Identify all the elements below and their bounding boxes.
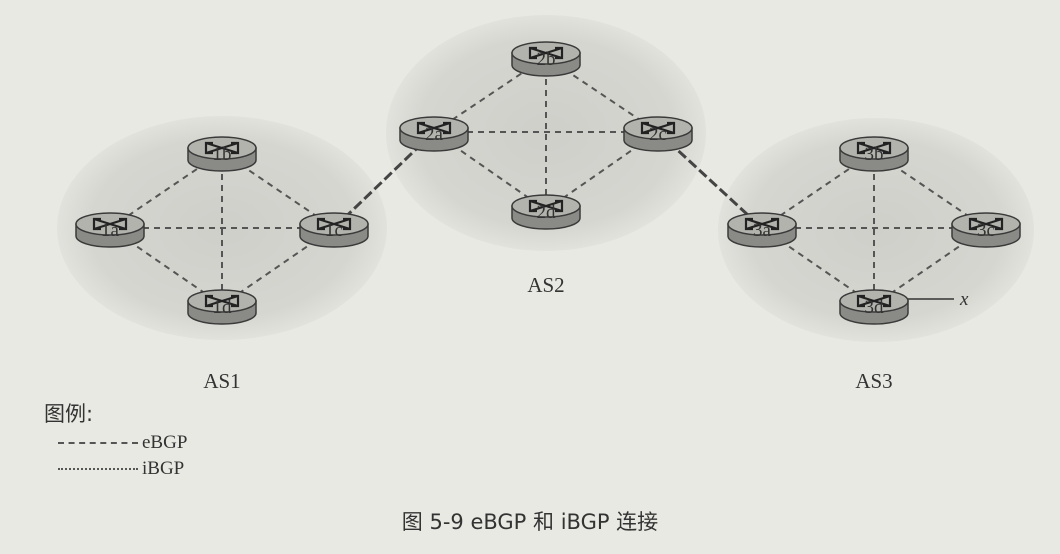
- router-3c: 3c: [951, 212, 1021, 248]
- legend-ebgp-label: eBGP: [142, 432, 188, 453]
- router-1b: 1b: [187, 136, 257, 172]
- router-label-3b: 3b: [865, 144, 884, 165]
- as-label-3: AS3: [855, 369, 892, 393]
- router-3b: 3b: [839, 136, 909, 172]
- router-icon: [316, 217, 352, 231]
- router-icon: [968, 217, 1004, 231]
- router-1a: 1a: [75, 212, 145, 248]
- router-label-2d: 2d: [537, 202, 557, 223]
- legend-ebgp-line: [58, 442, 138, 444]
- router-label-2a: 2a: [425, 124, 444, 145]
- legend-ibgp-label: iBGP: [142, 458, 185, 479]
- as-label-1: AS1: [203, 369, 240, 393]
- as-label-2: AS2: [527, 273, 564, 297]
- router-label-2c: 2c: [649, 124, 667, 145]
- router-icon: [856, 141, 892, 155]
- router-icon: [528, 46, 564, 60]
- router-label-3c: 3c: [977, 220, 995, 241]
- router-2c: 2c: [623, 116, 693, 152]
- router-label-3a: 3a: [753, 220, 772, 241]
- router-3d: 3d: [839, 289, 909, 325]
- router-icon: [416, 121, 452, 135]
- router-label-1b: 1b: [213, 144, 232, 165]
- host-x-label: x: [959, 289, 969, 310]
- router-icon: [204, 141, 240, 155]
- router-icon: [744, 217, 780, 231]
- router-icon: [204, 294, 240, 308]
- figure-caption: 图 5-9 eBGP 和 iBGP 连接: [401, 510, 659, 534]
- router-label-2b: 2b: [537, 49, 556, 70]
- router-label-1d: 1d: [213, 297, 233, 318]
- router-label-1c: 1c: [325, 220, 343, 241]
- router-icon: [856, 294, 892, 308]
- router-icon: [528, 199, 564, 213]
- legend-title: 图例:: [44, 402, 94, 426]
- legend-item-ibgp: iBGP: [58, 458, 184, 480]
- legend-item-ebgp: eBGP: [58, 432, 187, 454]
- as-cloud-3: [718, 118, 1034, 342]
- router-1d: 1d: [187, 289, 257, 325]
- router-icon: [92, 217, 128, 231]
- router-1c: 1c: [299, 212, 369, 248]
- router-2d: 2d: [511, 194, 581, 230]
- router-2b: 2b: [511, 41, 581, 77]
- router-icon: [640, 121, 676, 135]
- router-2a: 2a: [399, 116, 469, 152]
- router-label-3d: 3d: [865, 297, 885, 318]
- legend-ibgp-line: [58, 468, 138, 470]
- router-3a: 3a: [727, 212, 797, 248]
- router-label-1a: 1a: [101, 220, 120, 241]
